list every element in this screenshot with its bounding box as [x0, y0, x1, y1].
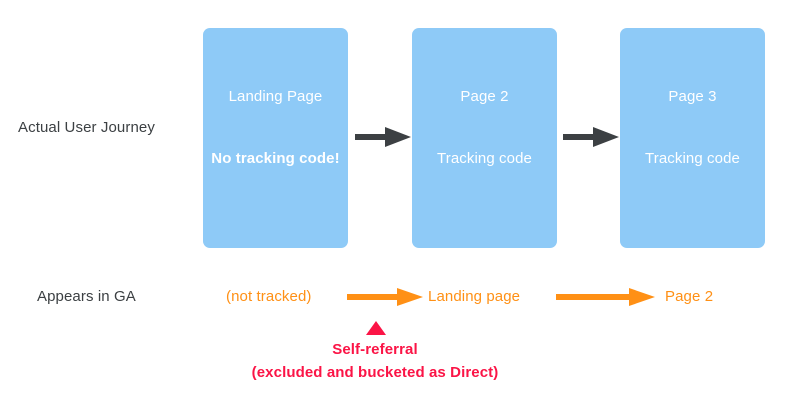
- ga-arrow-right-icon-1: [347, 287, 423, 307]
- journey-step-note-3: Tracking code: [645, 150, 740, 167]
- row-label-appears-in-ga: Appears in GA: [37, 288, 136, 305]
- journey-step-box-1: Landing Page No tracking code!: [203, 28, 348, 248]
- journey-arrow-right-icon-1: [355, 126, 411, 148]
- journey-arrow-right-icon-2: [563, 126, 619, 148]
- journey-step-title-2: Page 2: [460, 88, 509, 105]
- journey-step-note-1: No tracking code!: [211, 150, 340, 167]
- callout-detail: (excluded and bucketed as Direct): [251, 364, 499, 381]
- journey-step-box-2: Page 2 Tracking code: [412, 28, 557, 248]
- journey-step-title-1: Landing Page: [228, 88, 323, 105]
- journey-step-note-2: Tracking code: [437, 150, 532, 167]
- ga-step-label-2: Landing page: [428, 288, 521, 305]
- journey-step-box-3: Page 3 Tracking code: [620, 28, 765, 248]
- triangle-up-icon: [366, 321, 386, 335]
- row-label-actual-user-journey: Actual User Journey: [18, 119, 155, 136]
- ga-arrow-right-icon-2: [556, 287, 655, 307]
- journey-step-title-3: Page 3: [668, 88, 717, 105]
- ga-step-label-3: Page 2: [665, 288, 714, 305]
- ga-step-label-1: (not tracked): [226, 288, 312, 305]
- callout-title: Self-referral: [332, 341, 418, 358]
